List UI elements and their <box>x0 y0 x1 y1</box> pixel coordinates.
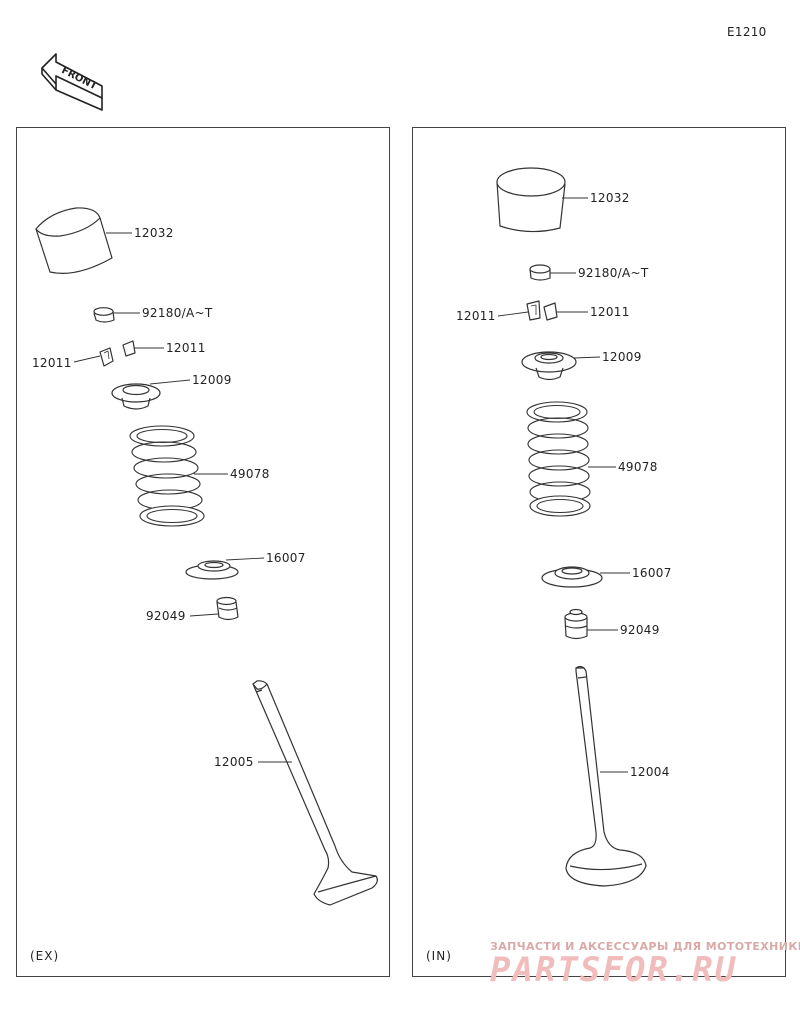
in-keeper-left-label: 12011 <box>456 309 496 323</box>
ex-retainer-icon <box>111 383 161 410</box>
ex-variant-label: (EX) <box>30 949 60 963</box>
in-keeper-left-icon <box>526 300 541 321</box>
ex-seat-label: 16007 <box>266 551 306 565</box>
ex-keeper-right-label: 12011 <box>166 341 206 355</box>
in-shim-icon <box>529 264 551 281</box>
diagram-id: E1210 <box>727 25 767 39</box>
in-keeper-right-icon <box>543 302 558 321</box>
ex-keeper-right-icon <box>122 340 136 357</box>
ex-seal-label: 92049 <box>146 609 186 623</box>
watermark-tagline: ЗАПЧАСТИ И АКСЕССУАРЫ ДЛЯ МОТОТЕХНИКИ <box>490 940 800 953</box>
in-spring-label: 49078 <box>618 460 658 474</box>
exhaust-panel <box>16 127 390 977</box>
in-seat-label: 16007 <box>632 566 672 580</box>
in-keeper-right-label: 12011 <box>590 305 630 319</box>
in-spring-icon <box>526 401 591 517</box>
ex-spring-icon <box>129 425 205 527</box>
watermark-brand: PARTSFOR.RU <box>490 950 738 990</box>
ex-valve-icon <box>252 680 378 906</box>
ex-keeper-left-label: 12011 <box>32 356 72 370</box>
ex-seat-icon <box>185 560 239 580</box>
in-valve-icon <box>565 665 647 887</box>
in-retainer-icon <box>521 351 577 381</box>
ex-keeper-left-icon <box>99 347 114 367</box>
intake-panel <box>412 127 786 977</box>
in-retainer-label: 12009 <box>602 350 642 364</box>
ex-seal-icon <box>216 596 239 621</box>
ex-lifter-icon <box>35 207 113 274</box>
in-seat-icon <box>541 566 603 588</box>
ex-retainer-label: 12009 <box>192 373 232 387</box>
in-lifter-icon <box>496 167 566 233</box>
front-arrow-icon: FRONT <box>41 53 103 111</box>
ex-valve-label: 12005 <box>214 755 254 769</box>
leader-lines <box>73 197 630 773</box>
ex-shim-label: 92180/A~T <box>142 306 213 320</box>
ex-lifter-label: 12032 <box>134 226 174 240</box>
in-seal-icon <box>564 608 588 640</box>
ex-shim-icon <box>93 307 115 323</box>
ex-spring-label: 49078 <box>230 467 270 481</box>
in-shim-label: 92180/A~T <box>578 266 649 280</box>
in-variant-label: (IN) <box>426 949 452 963</box>
in-lifter-label: 12032 <box>590 191 630 205</box>
in-valve-label: 12004 <box>630 765 670 779</box>
in-seal-label: 92049 <box>620 623 660 637</box>
